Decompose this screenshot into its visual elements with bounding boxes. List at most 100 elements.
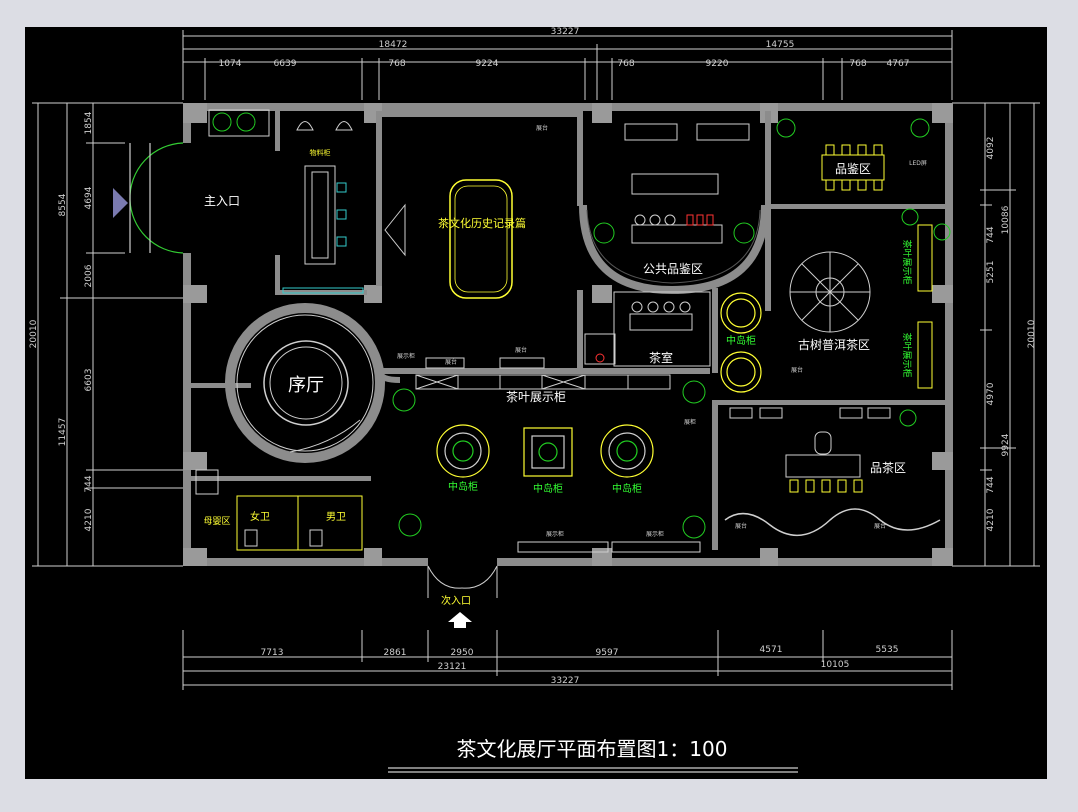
main-entrance-doors — [129, 142, 184, 254]
front-hall — [225, 303, 385, 463]
bottom-dimensions — [182, 630, 953, 690]
dim-bottom-seg-6: 5535 — [876, 645, 899, 655]
label-tasting-zone: 品茶区 — [870, 460, 906, 475]
label-cabinet-4: 展柜 — [684, 418, 696, 426]
tasting-zone-wave — [724, 508, 941, 537]
dim-right-inner-4: 4970 — [986, 382, 996, 405]
appraisal-zone — [821, 144, 885, 191]
dim-bottom-seg-2: 2861 — [384, 648, 407, 658]
dim-bottom-seg-3: 2950 — [451, 648, 474, 658]
puer-area — [789, 224, 933, 389]
label-island-cabinet-mid: 中岛柜 — [726, 334, 756, 347]
label-stand-5: 展台 — [735, 522, 747, 530]
dim-right-inner-3: 5251 — [986, 261, 996, 284]
tea-room — [584, 291, 711, 367]
dim-top-seg-8: 4767 — [887, 59, 910, 69]
label-cabinet-2: 展示柜 — [546, 530, 564, 538]
dim-right-inner-1: 4092 — [986, 137, 996, 160]
dim-bottom-mid-1: 23121 — [438, 662, 467, 672]
label-stand-2: 展台 — [445, 358, 457, 366]
public-tasting-fill — [586, 209, 761, 284]
dim-left-inner-5: 4210 — [84, 508, 94, 531]
dim-top-seg-7: 768 — [849, 59, 866, 69]
right-dimensions — [952, 102, 1040, 567]
label-public-tasting: 公共品鉴区 — [643, 262, 703, 276]
label-tea-display-vertical-1: 茶叶展示柜 — [901, 239, 913, 284]
dim-left-outer: 20010 — [29, 319, 39, 348]
dim-top-seg-1: 1074 — [219, 59, 242, 69]
restrooms — [195, 469, 363, 551]
label-stand-6: 展台 — [874, 522, 886, 530]
dim-right-mid-2: 9924 — [1001, 433, 1011, 456]
dim-left-inner-1: 1854 — [84, 111, 94, 134]
island-cabinets-mid — [720, 292, 762, 393]
dim-left-inner-4: 6603 — [84, 369, 94, 392]
dim-left-inner-2: 4694 — [84, 186, 94, 209]
dim-bottom-total: 33227 — [551, 676, 580, 686]
label-island-cabinet-2: 中岛柜 — [533, 482, 563, 495]
label-tea-display-vertical-2: 茶叶展示柜 — [901, 332, 913, 377]
entrance-arrow-icon — [113, 188, 128, 218]
dim-right-inner-5: 4210 — [986, 508, 996, 531]
dim-bottom-seg-5: 4571 — [760, 645, 783, 655]
island-cabinets-hall — [436, 424, 654, 478]
label-main-entrance: 主入口 — [204, 194, 240, 208]
dim-bottom-seg-1: 7713 — [261, 648, 284, 658]
dim-top-mid-2: 14755 — [766, 40, 795, 50]
dim-left-inner-3: 2006 — [84, 264, 94, 287]
dim-top-seg-4: 9224 — [476, 59, 499, 69]
dim-left-inner-6: 744 — [84, 475, 94, 492]
dim-right-inner-6: 744 — [986, 476, 996, 493]
label-led-screen: LED屏 — [909, 160, 927, 167]
plants-appraisal — [776, 118, 930, 138]
label-island-cabinet-3: 中岛柜 — [612, 482, 642, 495]
label-second-entrance: 次入口 — [441, 594, 471, 607]
dim-left-mid-1: 8554 — [58, 193, 68, 216]
label-cabinet-3: 展示柜 — [646, 530, 664, 538]
label-front-hall: 序厅 — [288, 375, 324, 396]
drawing-title: 茶文化展厅平面布置图1：100 — [457, 737, 728, 761]
label-puer-area: 古树普洱茶区 — [798, 337, 870, 352]
label-stand-4: 展台 — [791, 366, 803, 374]
dim-top-seg-3: 768 — [388, 59, 405, 69]
history-arrow-icon — [384, 203, 406, 257]
dim-right-inner-2: 744 — [986, 226, 996, 243]
dim-bottom-mid-2: 10105 — [821, 660, 850, 670]
label-stand-1: 展台 — [536, 124, 548, 132]
storage-counter — [282, 165, 364, 294]
label-island-cabinet-1: 中岛柜 — [448, 480, 478, 493]
dim-top-seg-2: 6639 — [274, 59, 297, 69]
label-stand-3: 展台 — [515, 346, 527, 354]
public-tasting-furniture — [624, 123, 750, 244]
label-male-wc: 男卫 — [326, 511, 346, 523]
tasting-zone — [729, 407, 891, 493]
dim-top-total: 33227 — [551, 27, 580, 37]
history-display-cases — [425, 357, 545, 369]
label-tea-display-cabinet: 茶叶展示柜 — [506, 389, 566, 404]
public-tasting-curve — [579, 204, 769, 295]
label-appraisal-zone: 品鉴区 — [835, 162, 871, 176]
plants — [392, 208, 951, 539]
label-storage: 物料柜 — [310, 148, 331, 157]
history-display-inner — [454, 185, 508, 293]
chairs-top — [296, 121, 353, 131]
label-female-wc: 女卫 — [250, 510, 270, 523]
dim-left-mid-2: 11457 — [58, 418, 68, 447]
dim-top-mid-1: 18472 — [379, 40, 408, 50]
dim-top-seg-6: 9220 — [706, 59, 729, 69]
dim-right-outer: 20010 — [1027, 319, 1037, 348]
label-mother-room: 母婴区 — [203, 516, 230, 527]
bottom-display-cabinets — [517, 541, 701, 553]
label-history-exhibit: 茶文化历史记录篇 — [438, 216, 526, 230]
planter-top-left — [208, 109, 270, 137]
second-entrance-arrow-icon — [448, 612, 472, 628]
dim-right-mid-1: 10086 — [1001, 205, 1011, 234]
dim-bottom-seg-4: 9597 — [596, 648, 619, 658]
tea-display-cabinets — [415, 374, 671, 390]
history-display-table — [449, 179, 513, 299]
second-entrance-doors — [427, 565, 498, 598]
label-tea-room: 茶室 — [649, 350, 673, 365]
label-cabinet-1: 展示柜 — [397, 352, 415, 360]
